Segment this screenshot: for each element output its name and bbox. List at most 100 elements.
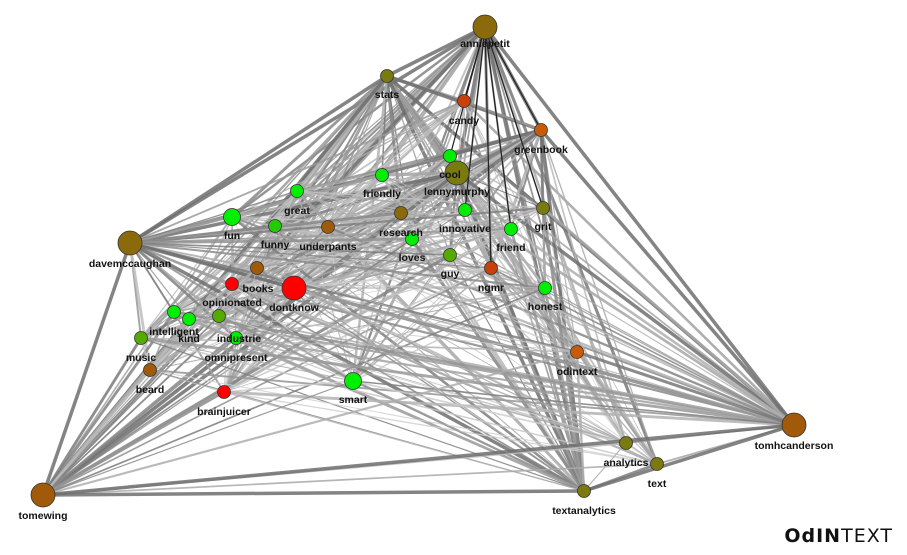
node-brainjuicer[interactable] [217,385,231,399]
node-funny[interactable] [268,219,282,233]
node-text[interactable] [650,457,664,471]
edge-great-intelligent [173,190,298,313]
edge-layer [41,25,796,497]
edge-funny-music [140,225,276,339]
edge-great-grit [296,190,544,209]
edge-friendly-funny [274,174,383,227]
edge-music-tomewing [41,337,143,496]
node-tomewing[interactable] [30,482,56,508]
node-label-opinionated: opinionated [202,297,262,309]
edge-honest-davemccaughan [129,241,546,290]
node-label-intelligent: intelligent [149,326,199,338]
node-cool[interactable] [443,149,457,163]
edge-strong-anniepetit-innovative [464,26,486,211]
node-label-industrie: industrie [217,333,261,345]
edge-omnipresent-textanalytics [235,337,585,492]
edge-opinionated-beard [149,267,258,371]
node-tomhcanderson[interactable] [781,412,807,438]
node-omnipresent[interactable] [229,331,243,345]
node-beard[interactable] [143,363,157,377]
edge-grit-honest [542,207,546,289]
edge-stats-books [230,75,389,285]
edge-grit-tomhcanderson [542,206,795,427]
node-label-anniepetit: anniepetit [460,38,510,50]
edge-music-odintext [140,337,578,353]
edge-loves-opinionated [256,238,413,269]
edge-strong-anniepetit-ngmr [484,26,492,269]
node-analytics[interactable] [619,436,633,450]
node-books[interactable] [225,277,239,291]
edge-honest-tomhcanderson [544,287,795,426]
logo-word: TEXT [841,525,893,547]
node-textanalytics[interactable] [577,484,591,498]
node-label-honest: honest [528,301,563,313]
edge-lennymurphy-friendly [381,171,458,177]
node-label-smart: smart [339,394,368,406]
edge-friend-davemccaughan [129,227,512,245]
node-label-text: text [648,478,667,490]
node-kind[interactable] [182,312,196,326]
node-dontknow[interactable] [281,275,307,301]
edge-underpants-tomewing [42,226,329,496]
node-guy[interactable] [443,248,457,262]
edge-innovative-analytics [464,209,627,444]
edge-anniepetit-davemccaughan [129,25,486,245]
node-label-loves: loves [399,252,426,264]
edge-kind-analytics [188,318,627,444]
node-great[interactable] [290,184,304,198]
edge-opinionated-tomewing [42,267,258,496]
node-industrie[interactable] [212,309,226,323]
edge-great-davemccaughan [129,190,298,244]
node-label-dontknow: dontknow [269,302,319,314]
node-stats[interactable] [380,69,394,83]
node-greenbook[interactable] [534,123,548,137]
node-fun[interactable] [223,208,241,226]
node-lennymurphy[interactable] [444,160,470,186]
node-label-analytics: analytics [604,457,649,469]
logo-mark: OdIN [784,525,842,547]
edge-stats-underpants [327,75,388,228]
edge-omnipresent-tomhcanderson [235,336,795,427]
node-loves[interactable] [405,232,419,246]
node-odintext[interactable] [570,345,584,359]
edge-innovative-tomhcanderson [464,208,795,427]
edge-friend-tomhcanderson [510,227,795,427]
node-friend[interactable] [504,222,518,236]
node-innovative[interactable] [458,203,472,217]
node-ngmr[interactable] [484,261,498,275]
edge-grit-davemccaughan [129,206,544,245]
node-label-underpants: underpants [299,241,356,253]
node-grit[interactable] [536,201,550,215]
edge-anniepetit-tomhcanderson [483,25,796,427]
edge-books-brainjuicer [223,283,233,393]
node-label-tomhcanderson: tomhcanderson [755,440,834,452]
node-label-odintext: odintext [557,366,598,378]
node-research[interactable] [394,206,408,220]
node-label-innovative: innovative [439,223,491,235]
node-davemccaughan[interactable] [117,230,143,256]
edge-guy-davemccaughan [129,242,451,256]
node-candy[interactable] [457,94,471,108]
edge-anniepetit-fun [231,26,486,218]
node-friendly[interactable] [375,168,389,182]
edge-beard-tomewing [42,369,151,496]
node-underpants[interactable] [321,220,335,234]
node-layer [30,14,807,508]
node-music[interactable] [134,331,148,345]
edge-smart-tomhcanderson [352,380,795,426]
edge-lennymurphy-kind [188,172,458,320]
edge-loves-davemccaughan [129,237,413,245]
label-layer: anniepetitstatscandygreenbookcoollennymu… [19,38,834,522]
node-honest[interactable] [538,281,552,295]
edge-candy-honest [463,100,546,289]
node-opinionated[interactable] [250,261,264,275]
node-anniepetit[interactable] [472,14,498,40]
edge-industrie-music [140,315,220,339]
edge-odintext-tomewing [42,350,578,497]
node-intelligent[interactable] [167,305,181,319]
node-smart[interactable] [344,372,362,390]
node-label-research: research [379,227,423,239]
edge-candy-davemccaughan [129,100,465,244]
edge-funny-omnipresent [235,225,276,339]
